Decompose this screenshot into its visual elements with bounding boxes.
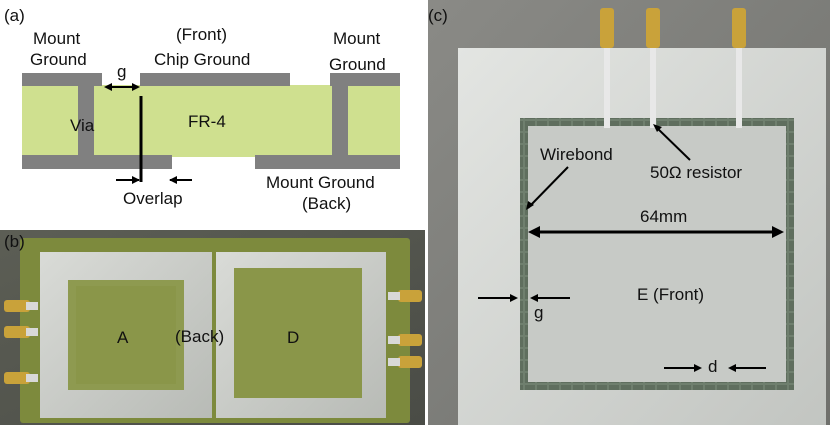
mount-ground-left-label-line2: Ground [30, 50, 87, 69]
d-label: d [708, 357, 718, 376]
chip-e-ground [528, 126, 786, 382]
panel-a-cross-section: (a) Mount Ground (Front) Chip Ground Mou… [0, 0, 425, 215]
mount-ground-right-label-line1: Mount [333, 29, 381, 48]
gap-arrow-left-head [510, 294, 518, 302]
chip-d-ground [234, 268, 362, 398]
d-arrow-right-head [728, 364, 736, 372]
resistor-label: 50Ω resistor [650, 163, 743, 182]
via-left [78, 73, 94, 169]
front-label: (Front) [176, 25, 227, 44]
fr4-label: FR-4 [188, 112, 226, 131]
dimension-label: 64mm [640, 207, 688, 226]
mount-ground-back-label-line1: Mount Ground [266, 173, 375, 192]
mount-ground-left-bottom [22, 155, 172, 169]
mount-ground-back-bottom [255, 155, 400, 169]
wirebond-pointer [527, 166, 569, 209]
chip-ground-label: Chip Ground [154, 50, 251, 69]
via-label: Via [70, 116, 95, 135]
panel-c-tag: (c) [428, 6, 448, 25]
gap-arrow-right-head [530, 294, 538, 302]
gap-arrow-head-left [104, 83, 112, 91]
chip-a-ground [76, 286, 176, 384]
mount-ground-right-label-line2: Ground [329, 55, 386, 74]
sma-connectors-right [388, 290, 422, 368]
gap-label-c: g [534, 303, 544, 322]
gap-arrow-head-right [132, 83, 140, 91]
panel-c-photo: (c) Wirebond 50Ω resistor 64mm E (Front)… [428, 0, 830, 425]
sma-connectors-left [4, 300, 38, 384]
panel-b-tag: (b) [4, 232, 25, 251]
dimension-arrow-head-left [528, 226, 540, 238]
overlap-arrow-right-head [169, 176, 177, 184]
via-right [332, 73, 348, 169]
d-arrow-left-head [694, 364, 702, 372]
cross-section-drawing [22, 73, 400, 184]
chip-d-label: D [287, 328, 300, 347]
panel-a-tag: (a) [4, 6, 25, 25]
resistor-pointer [654, 125, 691, 161]
gap-label: g [117, 62, 127, 81]
mount-ground-back-label-line2: (Back) [302, 194, 352, 213]
chip-a-label: A [117, 328, 129, 347]
overlap-arrow-left-head [132, 176, 140, 184]
dimension-arrow-head-right [772, 226, 784, 238]
wirebond-pointer-head [526, 201, 534, 210]
resistor-pointer-head [653, 124, 662, 132]
panel-b-photo-drawing [0, 230, 425, 425]
back-label: (Back) [175, 327, 225, 346]
sma-connectors-top [600, 8, 746, 128]
chip-ground-top [140, 73, 290, 86]
mount-ground-left-label-line1: Mount [33, 29, 81, 48]
panel-b-photo: (b) A (Back) D [0, 230, 425, 425]
wirebond-label: Wirebond [540, 145, 613, 164]
chip-e-label: E (Front) [637, 285, 705, 304]
overlap-label: Overlap [123, 189, 183, 208]
panel-c-photo-drawing [428, 0, 830, 425]
